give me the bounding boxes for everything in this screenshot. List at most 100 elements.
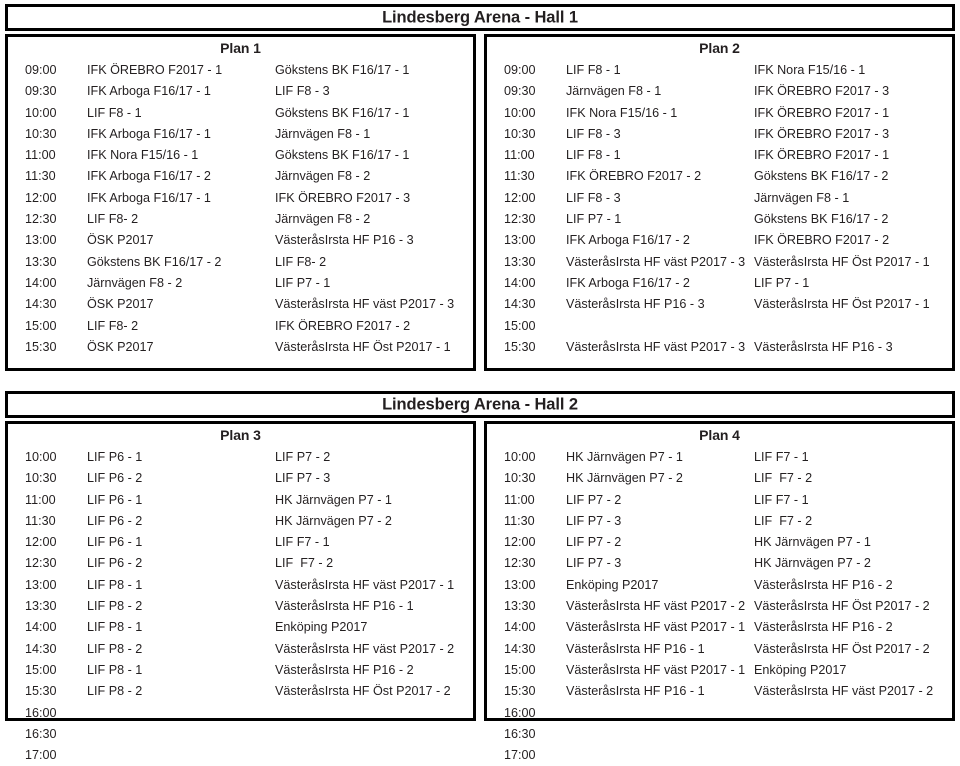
- slot-time: 12:00: [504, 190, 536, 205]
- slot-away-team: Järnvägen F8 - 2: [275, 212, 371, 227]
- slot-time: 10:30: [504, 471, 536, 486]
- slot-home-team: IFK Arboga F16/17 - 1: [87, 126, 211, 141]
- slot-time: 10:00: [504, 105, 536, 120]
- slot-time: 15:30: [25, 339, 57, 354]
- schedule-row: 17:00: [8, 745, 473, 766]
- slot-home-team: VästeråsIrsta HF väst P2017 - 1: [566, 620, 746, 635]
- slot-time: 15:00: [25, 318, 57, 333]
- slot-away-team: IFK ÖREBRO F2017 - 1: [754, 148, 890, 163]
- slot-home-team: LIF P8 - 2: [87, 641, 143, 656]
- slot-home-team: Gökstens BK F16/17 - 2: [87, 254, 222, 269]
- slot-time: 09:00: [504, 63, 536, 77]
- slot-home-team: LIF P8 - 1: [87, 662, 143, 677]
- slot-away-team: LIF F7 - 2: [754, 513, 813, 528]
- slot-home-team: HK Järnvägen P7 - 1: [566, 450, 683, 464]
- slot-away-team: LIF P7 - 3: [275, 471, 331, 486]
- slot-time: 15:30: [504, 339, 536, 354]
- schedule-row: 16:00: [8, 703, 473, 724]
- slot-home-team: LIF P8 - 1: [87, 620, 143, 635]
- slot-home-team: LIF P8 - 1: [87, 577, 143, 592]
- slot-home-team: VästeråsIrsta HF P16 - 3: [566, 297, 705, 312]
- slot-time: 11:30: [25, 169, 56, 184]
- slot-away-team: VästeråsIrsta HF Öst P2017 - 2: [754, 599, 930, 614]
- slot-away-team: Järnvägen F8 - 1: [754, 190, 850, 205]
- slot-time: 12:30: [25, 556, 57, 571]
- slot-home-team: Järnvägen F8 - 2: [87, 275, 183, 290]
- slot-away-team: [275, 703, 473, 724]
- hall-title-bar-1: Lindesberg Arena - Hall 1: [5, 4, 955, 31]
- slot-away-team: [275, 724, 473, 745]
- slot-away-team: LIF P7 - 2: [275, 450, 331, 464]
- schedule-row: 15:00: [487, 316, 952, 337]
- slot-time: 11:00: [25, 492, 56, 507]
- slot-home-team: IFK Arboga F16/17 - 1: [87, 84, 211, 99]
- slot-away-team: LIF P7 - 1: [754, 275, 810, 290]
- schedule-row: 15:00 LIF P8 - 1 VästeråsIrsta HF P16 - 2: [8, 660, 473, 681]
- slot-time: 10:00: [25, 105, 57, 120]
- slot-away-team: LIF F7 - 1: [754, 450, 809, 464]
- slot-time: 09:30: [25, 84, 57, 99]
- slot-time: 11:30: [25, 513, 56, 528]
- slot-away-team: VästeråsIrsta HF P16 - 3: [275, 233, 414, 248]
- slot-time: 13:00: [504, 577, 536, 592]
- slot-home-team: LIF P7 - 2: [566, 535, 622, 550]
- slot-home-team: [87, 703, 275, 724]
- slot-away-team: VästeråsIrsta HF väst P2017 - 3: [275, 297, 455, 312]
- slot-time: 13:30: [504, 254, 536, 269]
- slot-away-team: IFK ÖREBRO F2017 - 2: [275, 318, 411, 333]
- slot-home-team: [87, 724, 275, 745]
- slot-time: 14:00: [25, 275, 57, 290]
- slot-home-team: LIF P6 - 2: [87, 556, 143, 571]
- slot-time: 15:00: [25, 662, 57, 677]
- slot-away-team: LIF F8- 2: [275, 254, 327, 269]
- slot-home-team: LIF P6 - 1: [87, 492, 143, 507]
- slot-away-team: LIF F7 - 2: [275, 556, 334, 571]
- slot-away-team: IFK ÖREBRO F2017 - 3: [754, 126, 890, 141]
- slot-away-team: [754, 724, 952, 745]
- slot-time: 16:30: [504, 726, 536, 741]
- slot-away-team: VästeråsIrsta HF P16 - 3: [754, 339, 893, 354]
- slot-time: 14:30: [504, 641, 536, 656]
- slot-away-team: VästeråsIrsta HF P16 - 2: [754, 577, 893, 592]
- slot-away-team: VästeråsIrsta HF väst P2017 - 2: [754, 684, 934, 699]
- slot-time: 14:00: [504, 275, 536, 290]
- slot-home-team: IFK Arboga F16/17 - 1: [87, 190, 211, 205]
- slot-home-team: LIF P6 - 1: [87, 535, 143, 550]
- slot-away-team: IFK Nora F15/16 - 1: [754, 63, 866, 77]
- slot-home-team: VästeråsIrsta HF väst P2017 - 3: [566, 339, 746, 354]
- slot-away-team: VästeråsIrsta HF Öst P2017 - 1: [275, 339, 451, 354]
- slot-away-team: Gökstens BK F16/17 - 1: [275, 105, 410, 120]
- slot-home-team: LIF F8 - 1: [87, 105, 142, 120]
- slot-away-team: VästeråsIrsta HF P16 - 2: [275, 662, 414, 677]
- slot-away-team: LIF F7 - 2: [754, 471, 813, 486]
- slot-away-team: HK Järnvägen P7 - 2: [754, 556, 871, 571]
- slot-home-team: LIF P7 - 1: [566, 212, 622, 227]
- slot-away-team: HK Järnvägen P7 - 2: [275, 513, 392, 528]
- slot-time: 13:00: [25, 233, 57, 248]
